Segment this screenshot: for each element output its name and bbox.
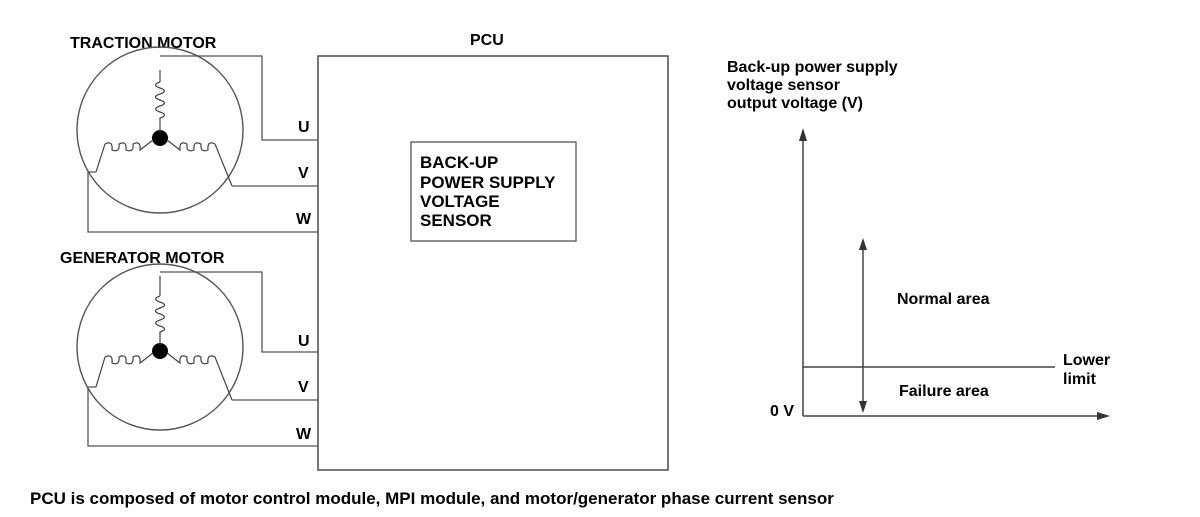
diagram-caption: PCU is composed of motor control module,…: [30, 489, 834, 508]
traction-motor: TRACTION MOTOR U V W: [70, 35, 318, 233]
range-arrow-top-head: [859, 238, 867, 250]
traction-phase-v: V: [298, 165, 309, 182]
generator-phase-u: U: [298, 333, 310, 350]
generator-wire-w: [87, 386, 318, 447]
lower-limit-line-2: limit: [1063, 371, 1097, 388]
generator-motor: GENERATOR MOTOR U V W: [60, 250, 318, 447]
traction-motor-housing: [76, 46, 244, 214]
y-axis-label-line-2: voltage sensor: [727, 77, 840, 94]
traction-motor-title: TRACTION MOTOR: [70, 35, 217, 52]
traction-motor-coil-w: [166, 139, 233, 187]
sensor-line-3: VOLTAGE: [420, 192, 500, 211]
traction-phase-w: W: [296, 211, 312, 228]
voltage-graph: Back-up power supply voltage sensor outp…: [727, 59, 1110, 420]
sensor-line-2: POWER SUPPLY: [420, 173, 556, 192]
y-axis-arrowhead: [799, 128, 807, 141]
generator-motor-coil-w: [166, 352, 233, 401]
failure-area-label: Failure area: [899, 383, 989, 400]
zero-volt-label: 0 V: [770, 403, 794, 420]
x-axis-arrowhead: [1097, 412, 1110, 420]
range-arrow-bottom-head: [859, 401, 867, 413]
pcu-block: PCU BACK-UP POWER SUPPLY VOLTAGE SENSOR: [317, 32, 669, 471]
traction-motor-neutral-point: [152, 130, 168, 146]
lower-limit-line-1: Lower: [1063, 352, 1110, 369]
generator-phase-v: V: [298, 379, 309, 396]
sensor-line-1: BACK-UP: [420, 153, 498, 172]
traction-motor-coil-u: [154, 81, 166, 132]
backup-voltage-sensor-box: [410, 141, 577, 242]
pcu-box: [317, 55, 669, 471]
generator-motor-neutral-point: [152, 343, 168, 359]
normal-area-label: Normal area: [897, 291, 990, 308]
sensor-line-4: SENSOR: [420, 211, 492, 230]
pcu-title: PCU: [470, 32, 504, 49]
generator-motor-coil-u: [154, 295, 166, 345]
traction-motor-coil-v: [95, 139, 154, 173]
traction-wire-w: [87, 171, 318, 233]
generator-phase-w: W: [296, 426, 312, 443]
traction-wire-u: [160, 55, 318, 141]
generator-motor-title: GENERATOR MOTOR: [60, 250, 225, 267]
y-axis-label-line-1: Back-up power supply: [727, 59, 898, 76]
y-axis-label-line-3: output voltage (V): [727, 95, 863, 112]
generator-motor-housing: [76, 263, 244, 431]
generator-motor-coil-v: [95, 352, 154, 388]
traction-phase-u: U: [298, 119, 310, 136]
generator-wire-u: [160, 271, 318, 353]
